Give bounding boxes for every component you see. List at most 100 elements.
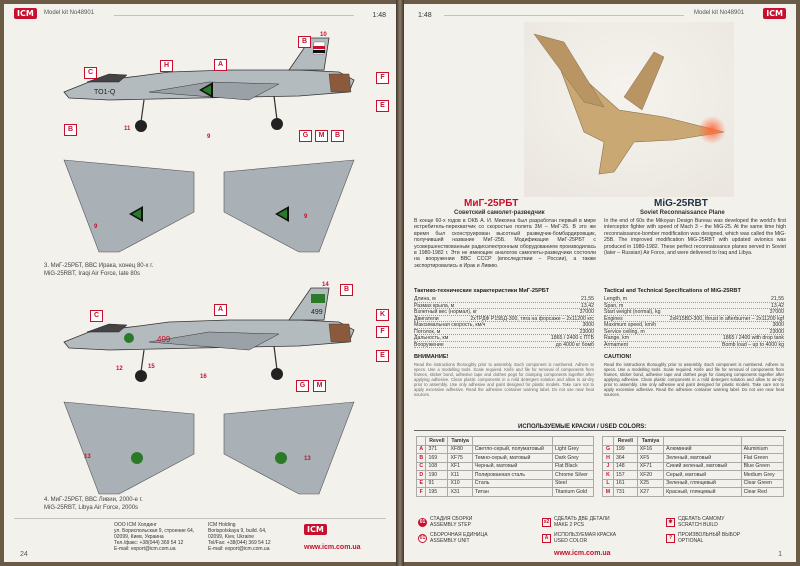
page-number: 1 [778,551,782,558]
attention-title-ru: ВНИМАНИЕ! [414,354,449,360]
scratch-build-icon: ✱ [666,517,675,527]
assembly-step-icon: 01 [418,517,427,527]
footer-rule [14,518,386,519]
header-rule [114,15,354,16]
side-code-text: TO1-Q [94,89,116,96]
spec-title-ru: Тактико-технические характеристики МиГ-2… [414,288,550,294]
decal-number: 14 [322,282,329,288]
paint-label: M [313,380,326,392]
paint-label: K [376,309,389,321]
decal-number: 9 [304,214,308,220]
paint-label: B [331,130,344,142]
website-link[interactable]: www.icm.com.ua [304,544,361,551]
attention-text-ru: Read the instructions thoroughly prior t… [414,362,594,397]
used-color-icon: A [542,533,551,543]
paint-label: E [376,350,389,362]
tail-code-text: 499 [311,309,323,316]
icm-logo: ICM [763,8,786,19]
paint-label: G [296,380,309,392]
scale-label: 1:48 [418,12,432,19]
paint-label: C [90,310,103,322]
subtitle-en: Soviet Reconnaissance Plane [640,210,725,216]
side-profile-iraq: TO1-Q [63,37,355,132]
decal-number: 12 [116,366,123,372]
side-profile-libya: 499 499 [63,287,355,382]
footer-icm-logo: ICM [304,524,327,535]
header-rule [444,15,684,16]
paint-label: B [298,36,311,48]
aircraft-photo [524,22,734,197]
description-en: In the end of 60s the Mikoyan Design Bur… [604,218,786,257]
decal-number: 9 [94,224,98,230]
title-en: MiG-25RBT [654,198,708,209]
caption-profile-4: 4. МиГ-25РБТ, ВВС Ливии, 2000-е г. MiG-2… [44,497,143,511]
side-code-text: 499 [157,335,171,344]
decal-number: 9 [207,134,211,140]
binding-gutter [396,0,404,566]
scale-label: 1:48 [372,12,386,19]
paint-label: B [64,124,77,136]
website-link[interactable]: www.icm.com.ua [554,550,611,557]
paints-rule [414,430,786,431]
spec-title-en: Tactical and Technical Specifications of… [604,288,741,294]
title-ru: МиГ-25РБТ [464,198,519,209]
decal-number: 13 [304,456,311,462]
subtitle-ru: Советский самолет-разведчик [454,210,545,216]
description-ru: В конце 60-х годов в ОКБ А. И. Микояна б… [414,218,596,269]
assembly-unit-icon: 01 [418,533,427,543]
left-page: Model kit No48901 ICM 1:48 TO1-Q B C H A… [4,4,396,562]
decal-number: 10 [320,32,327,38]
optional-icon: ? [666,533,675,543]
make-two-icon: x2 [542,517,551,527]
wing-undersides-libya [63,401,355,495]
caution-title-en: CAUTION! [604,354,632,360]
model-kit-label: Model kit No48901 [44,10,95,16]
right-page: 1:48 Model kit No48901 ICM МиГ-25РБТ Сов… [404,4,796,562]
decal-number: 16 [200,374,207,380]
caution-text-en: Read the instructions thoroughly prior t… [604,362,784,397]
paint-label: A [214,59,227,71]
page-number: 24 [20,551,28,558]
wing-undersides-iraq [63,159,355,253]
caption-profile-3: 3. МиГ-25РБТ, ВВС Ирака, конец 80-х г. M… [44,263,154,277]
model-kit-label: Model kit No48901 [694,10,745,16]
paint-label: F [376,72,389,84]
decal-number: 11 [124,126,131,132]
